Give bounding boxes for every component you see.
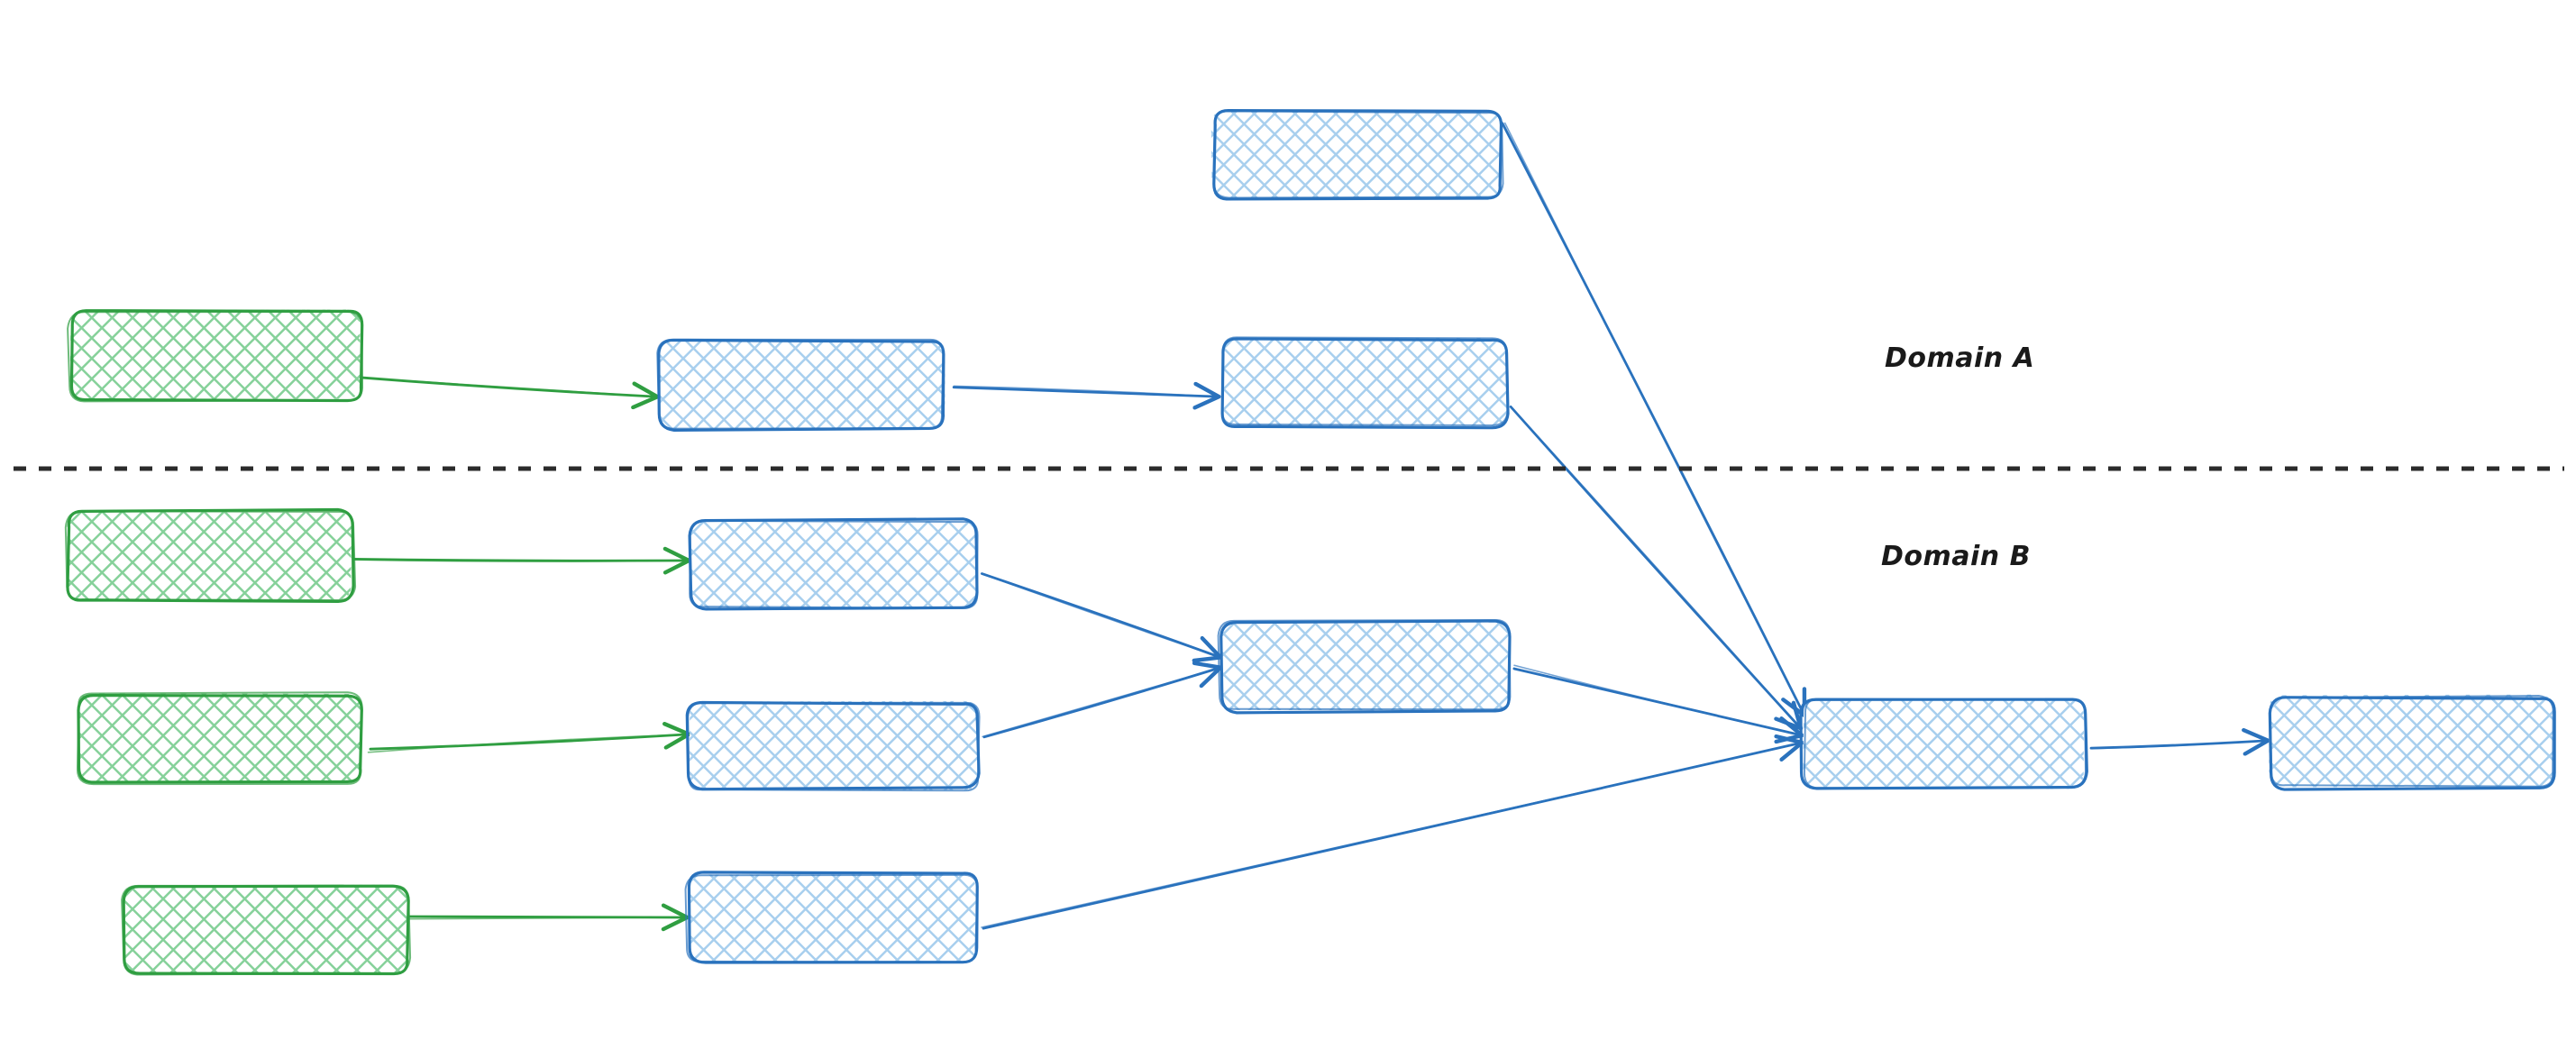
blue-node-b-merge[interactable] xyxy=(1217,618,1512,715)
edge-merge-to-hub-stroke xyxy=(1513,664,1799,735)
edge-blue-b1-to-merge[interactable] xyxy=(980,572,1223,663)
blue-node-a-right[interactable] xyxy=(1220,336,1510,430)
nodes-layer xyxy=(64,109,2556,976)
edge-blue-b2-to-merge-stroke xyxy=(982,668,1218,738)
green-node-b1-outline xyxy=(64,510,357,601)
blue-node-a-mid-outline xyxy=(656,338,945,430)
blue-node-b2-fill xyxy=(690,700,979,790)
blue-node-a-right-outline xyxy=(1220,336,1509,426)
blue-node-output-fill xyxy=(2269,694,2554,788)
green-node-a1-outline xyxy=(67,311,364,403)
edge-blue-b1-to-merge-stroke xyxy=(980,572,1218,657)
domain-b-label: Domain B xyxy=(1881,541,2031,572)
blue-node-hub[interactable] xyxy=(1799,698,2088,790)
blue-node-b2-outline xyxy=(685,700,981,791)
edge-green-b1-to-blue-b1-stroke xyxy=(352,559,686,562)
edge-green-b3-to-blue-b3-stroke xyxy=(407,917,684,920)
blue-node-a-right-fill xyxy=(1221,337,1509,426)
edge-blue-a2-to-hub[interactable] xyxy=(1509,405,1804,731)
edges-layer xyxy=(352,122,2270,932)
blue-node-b2-outline xyxy=(687,701,981,792)
edge-green-b1-to-blue-b1[interactable] xyxy=(352,546,691,575)
edge-blue-a0-to-hub[interactable] xyxy=(1501,122,1807,718)
blue-node-a-mid-fill xyxy=(657,341,945,429)
edge-green-b2-to-blue-b2[interactable] xyxy=(367,721,691,753)
blue-node-b-merge-outline xyxy=(1217,618,1512,711)
edge-hub-to-output[interactable] xyxy=(2089,727,2270,756)
blue-node-a-top[interactable] xyxy=(1210,109,1504,201)
blue-node-b2[interactable] xyxy=(685,700,981,792)
blue-node-hub-outline xyxy=(1803,698,2087,789)
edge-blue-a1-to-blue-a2-stroke xyxy=(953,385,1216,397)
blue-node-b1-fill xyxy=(689,521,978,609)
edge-hub-to-output-stroke xyxy=(2090,740,2265,750)
edge-green-b3-to-blue-b3[interactable] xyxy=(407,903,690,932)
blue-node-b3-fill xyxy=(688,874,976,964)
edge-merge-to-hub[interactable] xyxy=(1512,664,1804,744)
green-node-a1[interactable] xyxy=(67,309,364,403)
blue-node-b1[interactable] xyxy=(688,517,979,611)
blue-node-a-top-outline xyxy=(1212,110,1504,199)
blue-node-output[interactable] xyxy=(2268,694,2556,791)
green-node-b1[interactable] xyxy=(64,507,357,603)
edge-blue-a1-to-blue-a2[interactable] xyxy=(952,381,1221,410)
blue-node-b-merge-fill xyxy=(1220,622,1509,710)
blue-node-output-outline xyxy=(2269,695,2554,788)
edge-blue-a2-to-hub-stroke xyxy=(1511,406,1799,726)
green-node-b3[interactable] xyxy=(121,884,412,976)
edge-green-a1-to-blue-a1[interactable] xyxy=(359,376,660,410)
edge-blue-b3-to-hub[interactable] xyxy=(981,734,1804,930)
edge-green-a1-to-blue-a1-stroke xyxy=(359,377,654,397)
blue-node-b3[interactable] xyxy=(684,871,979,964)
blue-node-b1-outline xyxy=(689,519,979,609)
green-node-b2-outline xyxy=(76,691,363,786)
edge-blue-a0-to-hub-stroke xyxy=(1503,122,1804,713)
blue-node-a-top-fill xyxy=(1210,110,1503,199)
edge-blue-b3-to-hub-stroke xyxy=(981,743,1799,928)
edge-green-b2-to-blue-b2-stroke xyxy=(369,721,691,751)
green-node-b2-fill xyxy=(77,693,362,782)
green-node-b3-outline xyxy=(121,884,412,976)
green-node-b1-fill xyxy=(67,512,352,600)
blue-node-b3-outline xyxy=(684,873,979,963)
blue-node-hub-fill xyxy=(1803,698,2085,789)
green-node-a1-fill xyxy=(69,309,361,399)
edge-green-b2-to-blue-b2-stroke xyxy=(367,734,686,753)
domain-a-label: Domain A xyxy=(1885,342,2035,374)
green-node-b3-fill xyxy=(124,884,408,975)
edge-blue-b2-to-merge[interactable] xyxy=(982,661,1223,739)
blue-node-a-mid[interactable] xyxy=(656,338,945,432)
green-node-b2[interactable] xyxy=(76,691,363,786)
